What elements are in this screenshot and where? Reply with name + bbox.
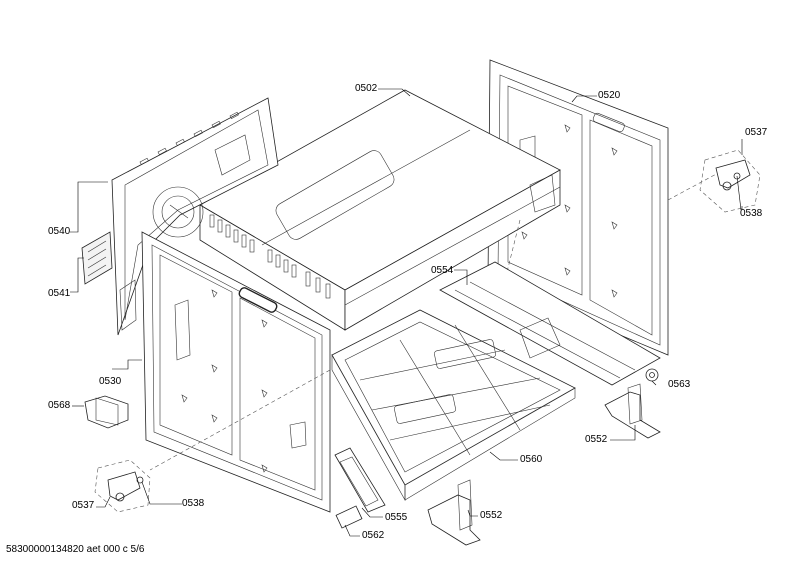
part-label-0502: 0502: [355, 83, 378, 94]
part-label-0537-b: 0537: [72, 500, 95, 511]
part-label-0520: 0520: [598, 90, 621, 101]
lower-rail-drawing: [334, 447, 386, 529]
part-label-0530: 0530: [99, 376, 122, 387]
left-side-panel-drawing: [141, 231, 331, 513]
hinge-detail-left-drawing: [94, 459, 151, 513]
leader-lines: [70, 88, 743, 537]
top-cavity-drawing: [199, 89, 561, 331]
part-label-0538-b: 0538: [182, 498, 205, 509]
part-label-0552-a: 0552: [585, 434, 608, 445]
part-label-0538-a: 0538: [740, 208, 763, 219]
part-label-0568: 0568: [48, 400, 71, 411]
part-label-0563: 0563: [668, 379, 691, 390]
right-side-panel-drawing: [487, 59, 721, 356]
clip-drawing: [84, 395, 129, 429]
document-reference-footer: 58300000134820 aet 000 c 5/6: [6, 544, 145, 555]
bracket-right-drawing: [604, 383, 661, 439]
part-label-0560: 0560: [520, 454, 543, 465]
hinge-detail-right-drawing: [699, 149, 761, 213]
part-label-0537-a: 0537: [745, 127, 768, 138]
part-label-0554: 0554: [431, 265, 454, 276]
part-label-0555: 0555: [385, 512, 408, 523]
part-label-0540: 0540: [48, 226, 71, 237]
part-label-0562: 0562: [362, 530, 385, 541]
bottom-frame-drawing: [331, 309, 576, 502]
left-back-panel-drawing: [81, 97, 279, 336]
part-label-0541: 0541: [48, 288, 71, 299]
bracket-bottom-drawing: [427, 479, 481, 546]
part-label-0552-b: 0552: [480, 510, 503, 521]
